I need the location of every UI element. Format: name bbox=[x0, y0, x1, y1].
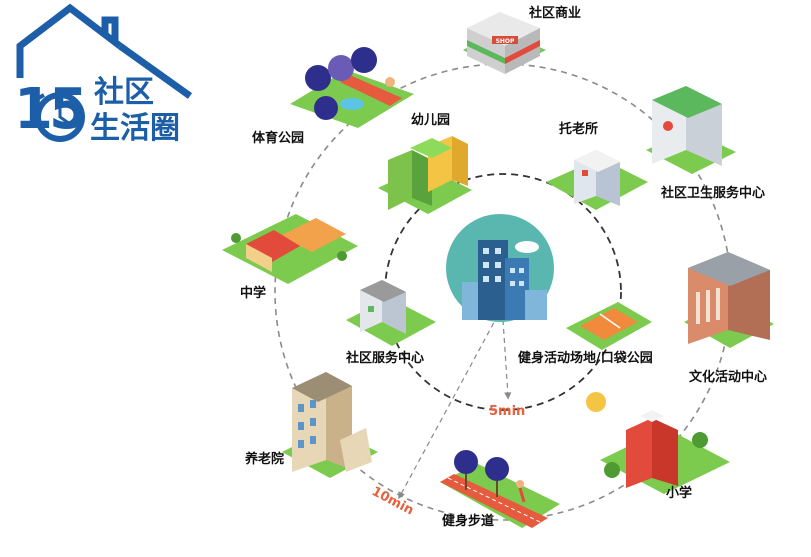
label-walking-path: 健身步道 bbox=[442, 514, 495, 529]
walking-path-icon bbox=[440, 450, 560, 528]
label-service-center: 社区服务中心 bbox=[346, 351, 425, 366]
fitness-area-icon bbox=[566, 302, 652, 350]
kindergarten-icon bbox=[378, 136, 472, 214]
center-hub-icon bbox=[446, 214, 554, 322]
culture-center-icon bbox=[684, 252, 774, 348]
label-nursing-home: 养老院 bbox=[245, 452, 285, 467]
label-commerce: 社区商业 bbox=[529, 6, 582, 21]
inner-ring bbox=[384, 173, 622, 411]
health-center-icon bbox=[646, 86, 736, 174]
sports-park-icon bbox=[290, 47, 414, 128]
inner-radius-arrow bbox=[502, 319, 512, 400]
label-culture-center: 文化活动中心 bbox=[689, 370, 768, 385]
nursing-home-icon bbox=[282, 372, 378, 478]
inner-ring-label: 5min bbox=[489, 404, 526, 419]
shop-sign-text: SHOP bbox=[496, 38, 515, 45]
label-primary-school: 小学 bbox=[666, 486, 693, 501]
middle-school-icon bbox=[222, 214, 358, 284]
label-health-center: 社区卫生服务中心 bbox=[661, 186, 766, 201]
label-elderly-care: 托老所 bbox=[559, 122, 599, 137]
label-fitness-area: 健身活动场地/口袋公园 bbox=[518, 351, 653, 366]
logo-title-line1: 社区 bbox=[94, 75, 154, 110]
logo-title-line2: 生活圈 bbox=[90, 111, 180, 146]
label-sports-park: 体育公园 bbox=[252, 131, 305, 146]
label-middle-school: 中学 bbox=[240, 286, 267, 301]
logo-number: 15 bbox=[14, 77, 88, 142]
service-center-icon bbox=[346, 280, 436, 346]
outer-radius-arrow bbox=[398, 314, 499, 500]
primary-school-icon bbox=[586, 392, 730, 494]
logo-house-icon bbox=[16, 3, 193, 99]
elderly-care-icon bbox=[546, 150, 648, 210]
logo-clock-icon bbox=[34, 92, 85, 142]
label-kindergarten: 幼儿园 bbox=[411, 113, 451, 128]
shop-building-icon bbox=[463, 12, 546, 74]
